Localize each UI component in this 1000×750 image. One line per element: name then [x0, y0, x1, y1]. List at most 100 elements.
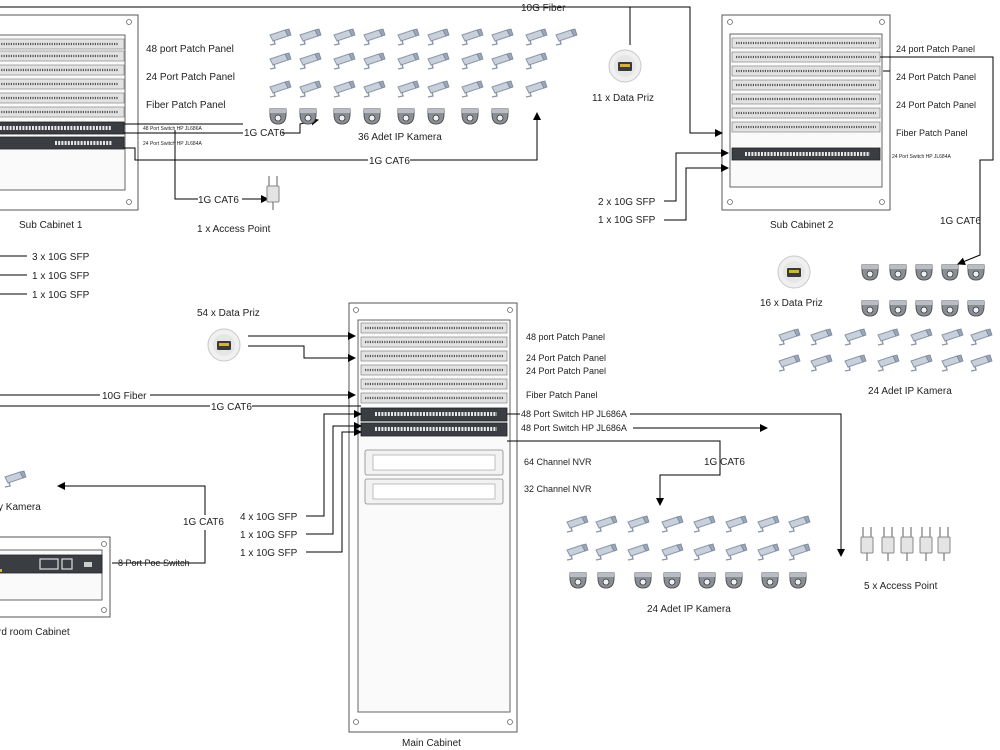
bullet-camera-icon [844, 354, 867, 372]
bullet-camera-icon [461, 80, 484, 98]
label-pp24-main-b: 24 Port Patch Panel [526, 366, 606, 376]
label-pp24-main-a: 24 Port Patch Panel [526, 353, 606, 363]
dome-camera-icon [698, 572, 716, 589]
bullet-camera-icon [970, 354, 993, 372]
label-sw-sub1-a: 48 Port Switch HP JL686A [143, 126, 202, 132]
bullet-camera-icon [757, 543, 780, 561]
bullet-camera-icon [810, 328, 833, 346]
label-sfp1b: 1 x 10G SFP [32, 290, 90, 301]
dome-camera-icon [397, 108, 415, 125]
dome-camera-icon [427, 108, 445, 125]
label-cat6-left: 1G CAT6 [211, 402, 252, 413]
bullet-camera-icon [461, 52, 484, 70]
access-point-icon [919, 526, 933, 562]
label-cat6-sub2: 1G CAT6 [940, 216, 981, 227]
label-priz16: 16 x Data Priz [760, 298, 823, 309]
label-fiber-pp-main: Fiber Patch Panel [526, 390, 598, 400]
label-sw-main-a: 48 Port Switch HP JL686A [521, 409, 627, 419]
bullet-camera-icon [595, 543, 618, 561]
bullet-camera-icon [757, 515, 780, 533]
bullet-camera-icon [941, 328, 964, 346]
connection-lines [0, 6, 994, 563]
bullet-camera-icon [595, 515, 618, 533]
bullet-camera-icon [397, 52, 420, 70]
dome-camera-icon [569, 572, 587, 589]
access-point-icon [900, 526, 914, 562]
label-sub2: Sub Cabinet 2 [770, 220, 834, 231]
bullet-camera-icon [299, 28, 322, 46]
label-nvr32: 32 Channel NVR [524, 484, 592, 494]
dome-camera-icon [967, 264, 985, 281]
diagram-labels: 10G Fiber 48 port Patch Panel 24 Port Pa… [0, 3, 981, 749]
bullet-camera-icon [363, 52, 386, 70]
label-pp24-sub2-a: 24 port Patch Panel [896, 44, 975, 54]
bullet-camera-icon [525, 28, 548, 46]
bullet-camera-icon [877, 328, 900, 346]
label-pp24-sub2-b: 24 Port Patch Panel [896, 72, 976, 82]
label-cam36: 36 Adet IP Kamera [358, 132, 442, 143]
label-priz11: 11 x Data Priz [592, 93, 654, 104]
label-sw-sub2: 24 Port Switch HP JL684A [892, 154, 951, 160]
bullet-camera-icon [269, 80, 292, 98]
dome-camera-icon [663, 572, 681, 589]
dome-camera-icon [461, 108, 479, 125]
label-fiber-top: 10G Fiber [521, 3, 566, 14]
dome-camera-icon [333, 108, 351, 125]
dome-camera-icon [941, 300, 959, 317]
data-socket-icon [777, 255, 811, 289]
label-sfp1-main-a: 1 x 10G SFP [240, 530, 298, 541]
bullet-camera-icon [725, 515, 748, 533]
label-sfp1-sub2: 1 x 10G SFP [598, 215, 656, 226]
dome-camera-icon [299, 108, 317, 125]
bullet-camera-icon [333, 52, 356, 70]
dome-camera-icon [967, 300, 985, 317]
bullet-camera-icon [661, 515, 684, 533]
label-guard: rd room Cabinet [0, 627, 70, 638]
bullet-camera-icon [397, 80, 420, 98]
label-sfp1-main-b: 1 x 10G SFP [240, 548, 298, 559]
dome-camera-icon [761, 572, 779, 589]
bullet-camera-icon [363, 80, 386, 98]
label-sub1: Sub Cabinet 1 [19, 220, 83, 231]
bullet-camera-icon [491, 80, 514, 98]
label-pp24-sub1: 24 Port Patch Panel [146, 72, 235, 83]
label-cat6-b: 1G CAT6 [369, 156, 410, 167]
bullet-camera-icon [269, 52, 292, 70]
label-sfp3: 3 x 10G SFP [32, 252, 90, 263]
access-point-icon [860, 526, 874, 562]
label-ap1: 1 x Access Point [197, 224, 271, 235]
bullet-camera-icon [778, 328, 801, 346]
label-ap5: 5 x Access Point [864, 581, 938, 592]
dome-camera-icon [634, 572, 652, 589]
label-fiber-pp-sub2: Fiber Patch Panel [896, 128, 968, 138]
bullet-camera-icon [427, 80, 450, 98]
label-cam-left: y Kamera [0, 502, 41, 513]
bullet-camera-icon [397, 28, 420, 46]
label-cat6-a: 1G CAT6 [244, 128, 285, 139]
bullet-camera-icon [4, 470, 27, 488]
access-point-icon [266, 175, 280, 211]
bullet-camera-icon [491, 28, 514, 46]
sub-cabinet-2 [721, 14, 891, 211]
access-point-icon [937, 526, 951, 562]
bullet-camera-icon [333, 28, 356, 46]
label-pp24-sub2-c: 24 Port Patch Panel [896, 100, 976, 110]
dome-camera-icon [889, 264, 907, 281]
main-cabinet [348, 302, 518, 733]
bullet-camera-icon [363, 28, 386, 46]
bullet-camera-icon [788, 515, 811, 533]
bullet-camera-icon [627, 515, 650, 533]
bullet-camera-icon [810, 354, 833, 372]
label-fiber-pp-sub1: Fiber Patch Panel [146, 100, 226, 111]
label-priz54: 54 x Data Priz [197, 308, 260, 319]
access-point-icon [881, 526, 895, 562]
data-socket-icon [207, 328, 241, 362]
dome-camera-icon [491, 108, 509, 125]
label-cam24-bottom: 24 Adet IP Kamera [647, 604, 731, 615]
bullet-camera-icon [299, 52, 322, 70]
bullet-camera-icon [941, 354, 964, 372]
dome-camera-icon [941, 264, 959, 281]
bullet-camera-icon [427, 28, 450, 46]
label-poe: 8 Port Poe Switch [118, 558, 190, 568]
